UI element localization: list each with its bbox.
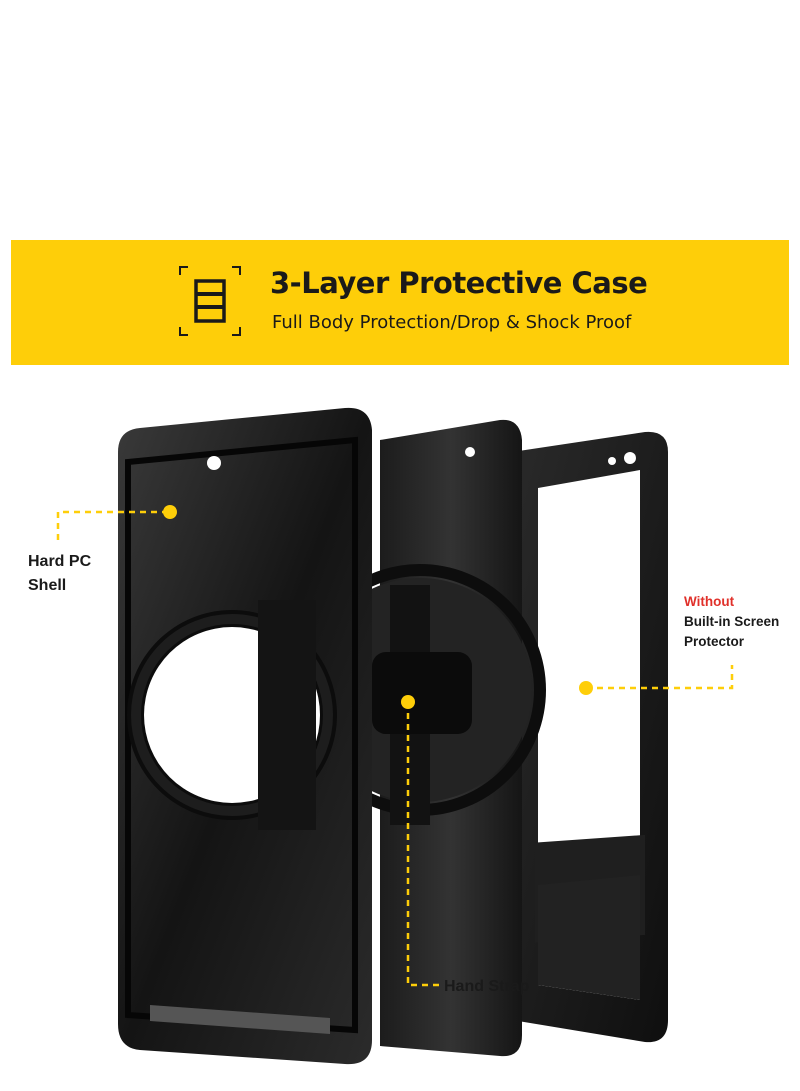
callout-dot-strap	[401, 695, 415, 709]
product-illustration	[56, 407, 734, 1065]
banner-title: 3-Layer Protective Case	[270, 266, 648, 300]
title-banner	[11, 240, 789, 365]
hand-strap-label: Hand Strap	[444, 978, 530, 995]
without-highlight: Without	[684, 594, 735, 609]
banner-subtitle: Full Body Protection/Drop & Shock Proof	[272, 312, 632, 333]
callout-dot-frame	[579, 681, 593, 695]
callout-dot-shell	[163, 505, 177, 519]
layers-icon	[179, 266, 241, 336]
screen-protector-label: Without Built-in Screen Protector	[684, 594, 780, 649]
screen-frame-layer	[512, 431, 668, 1043]
callout-leaders	[56, 510, 734, 987]
hard-pc-shell-label: Hard PC Shell	[28, 553, 92, 594]
hard-pc-shell-layer	[118, 407, 372, 1065]
